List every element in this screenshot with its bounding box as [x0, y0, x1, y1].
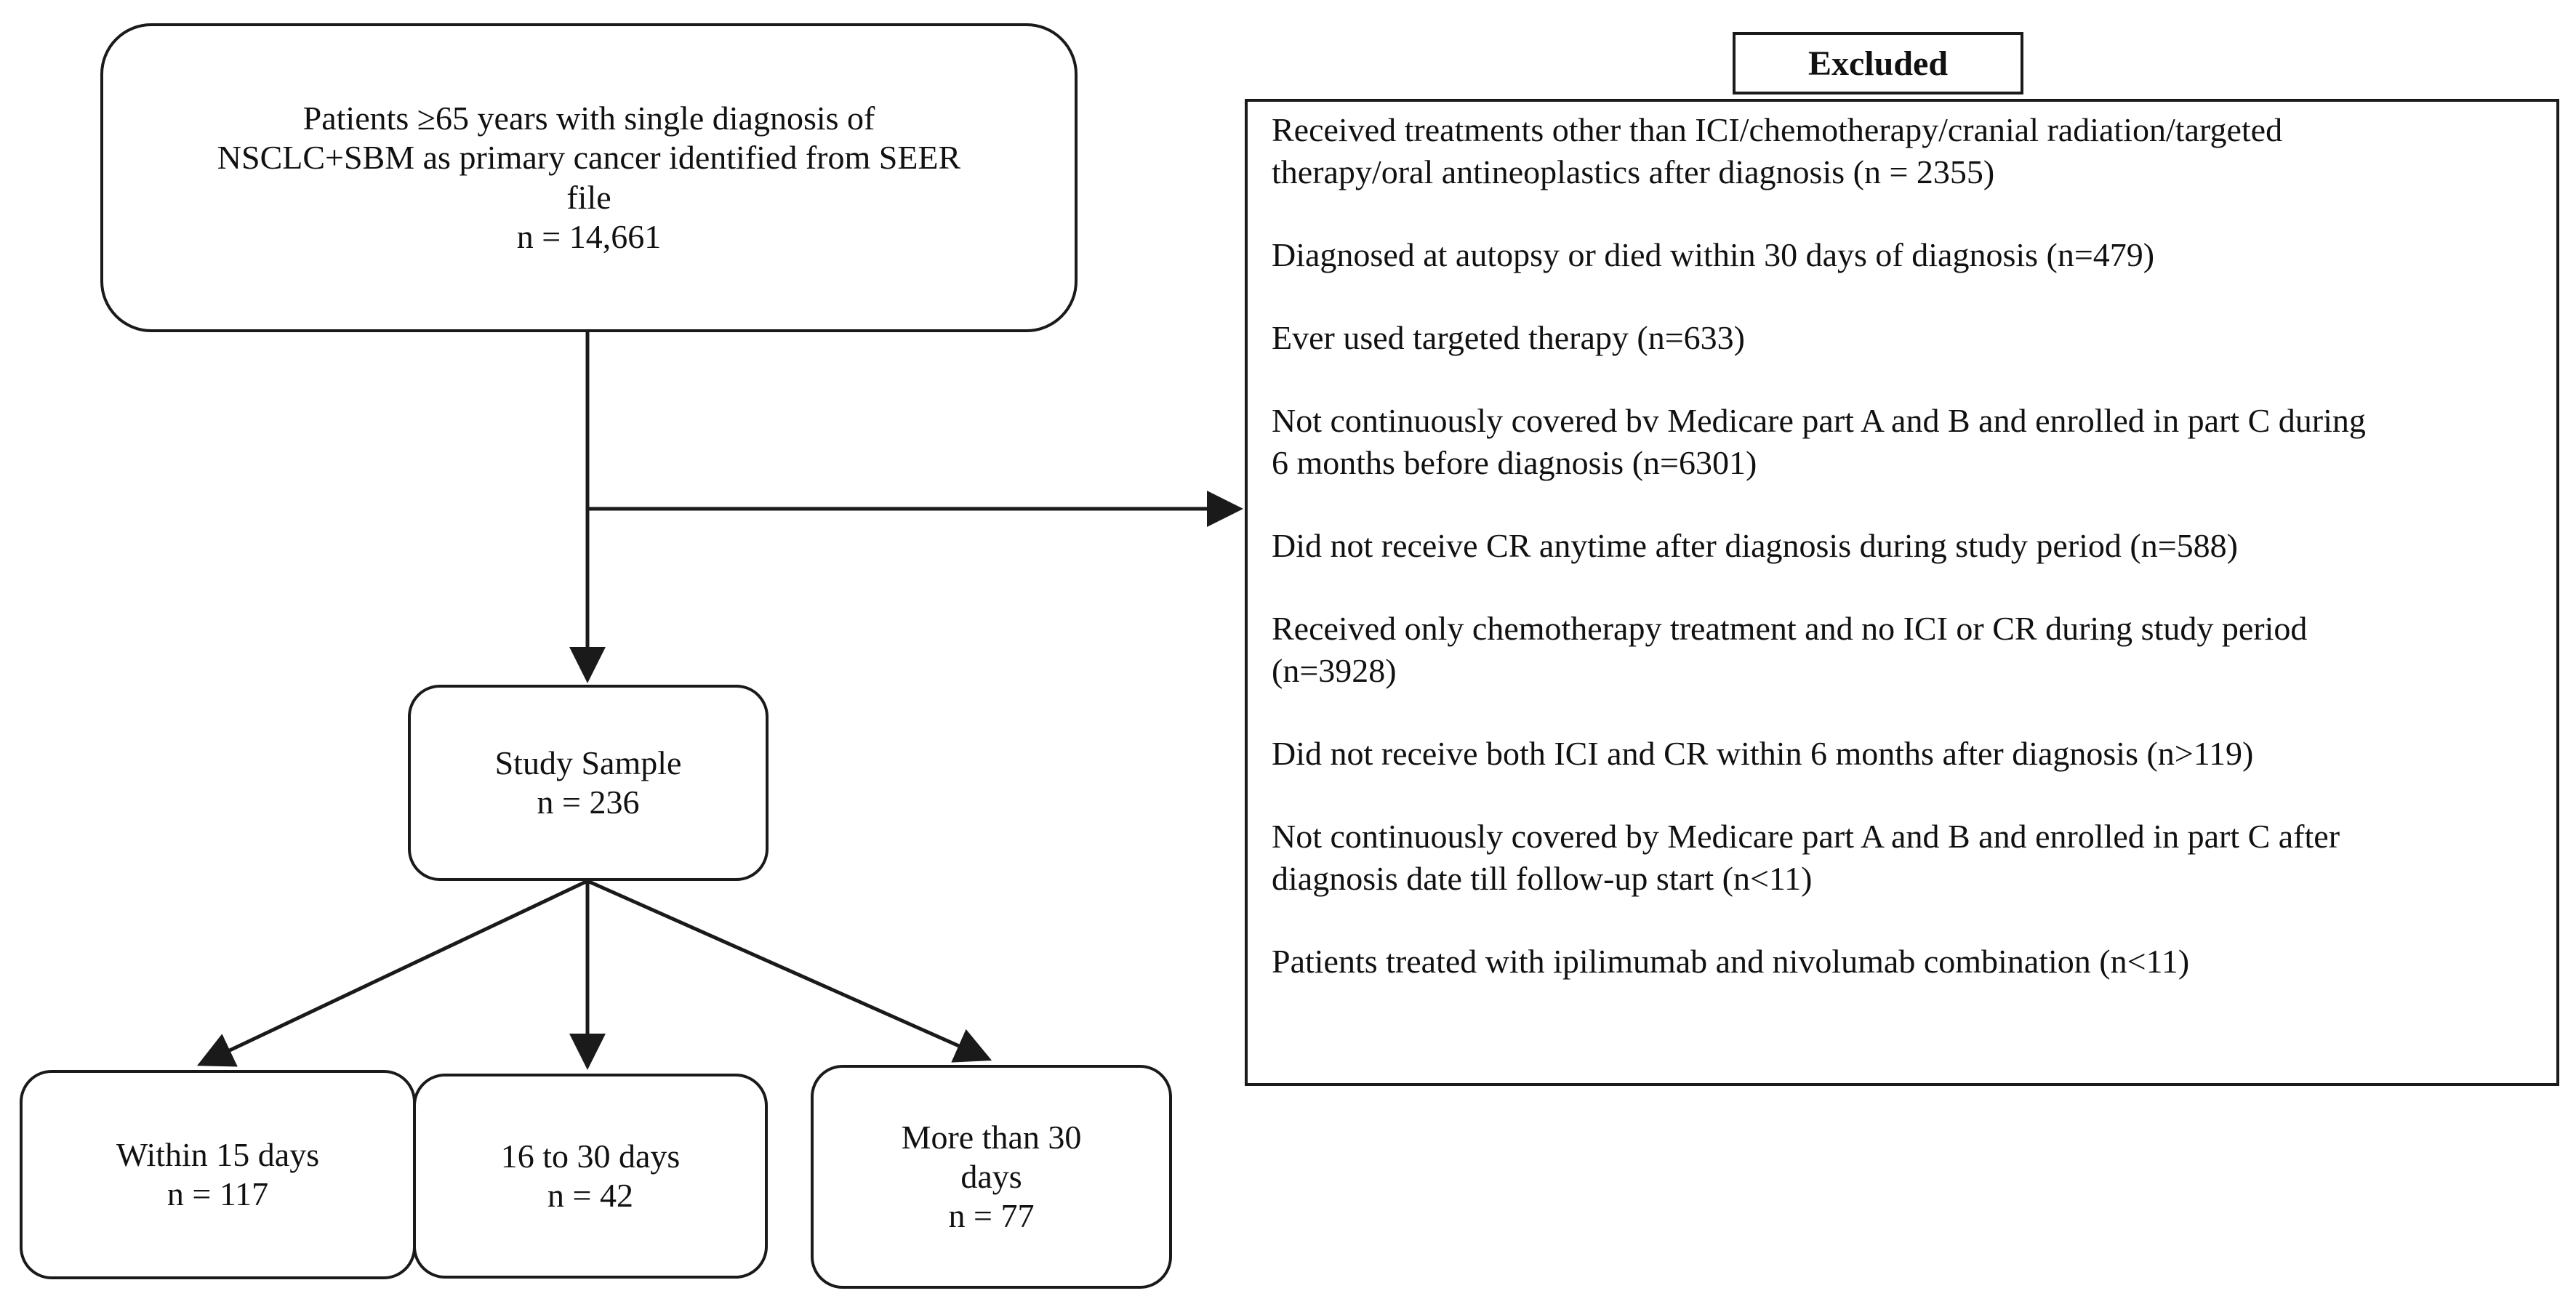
exclusion-text: (n=3928) — [1272, 652, 1397, 689]
exclusion-text: Patients treated with ipilimumab and niv… — [1272, 943, 2190, 980]
exclusion-text: Did not receive both ICI and CR within 6… — [1272, 735, 2254, 772]
study-sample-box: Study Sample n = 236 — [408, 685, 769, 881]
exclusion-text: Did not receive CR anytime after diagnos… — [1272, 527, 2238, 564]
exclusion-text: Not continuously covered by Medicare par… — [1272, 818, 2340, 855]
exclusion-text: therapy/oral antineoplastics after diagn… — [1272, 153, 1995, 190]
exclusion-text: Not continuously covered bv Medicare par… — [1272, 402, 2366, 439]
exclusion-item: Diagnosed at autopsy or died within 30 d… — [1272, 234, 2537, 276]
exclusion-text: 6 months before diagnosis (n=6301) — [1272, 444, 1757, 481]
exclusion-item: Patients treated with ipilimumab and niv… — [1272, 941, 2537, 983]
study-sample-label: Study Sample — [494, 744, 682, 781]
exclusion-text: diagnosis date till follow-up start (n<1… — [1272, 860, 1813, 897]
group-label: Within 15 days — [116, 1135, 320, 1173]
group-within-15-days-box: Within 15 days n = 117 — [20, 1070, 416, 1279]
group-count: n = 77 — [948, 1197, 1035, 1235]
arrow-to-group-1 — [196, 879, 589, 1067]
exclusion-item: Did not receive both ICI and CR within 6… — [1272, 733, 2537, 775]
group-label: 16 to 30 days — [500, 1137, 681, 1175]
group-count: n = 42 — [547, 1177, 633, 1214]
exclusion-text: Diagnosed at autopsy or died within 30 d… — [1272, 236, 2155, 273]
group-more-than-30-days-box: More than 30 days n = 77 — [811, 1065, 1172, 1289]
exclusion-text: Received only chemotherapy treatment and… — [1272, 610, 2308, 647]
group-label: More than 30 — [901, 1118, 1082, 1156]
study-sample-count: n = 236 — [537, 784, 640, 821]
exclusion-text: Received treatments other than ICI/chemo… — [1272, 111, 2283, 148]
source-population-box: Patients ≥65 years with single diagnosis… — [100, 23, 1078, 332]
exclusion-item: Not continuously covered by Medicare par… — [1272, 816, 2537, 900]
group-label: days — [960, 1157, 1022, 1195]
exclusion-text: Ever used targeted therapy (n=633) — [1272, 319, 1745, 356]
excluded-title: Excluded — [1733, 32, 2023, 94]
excluded-criteria-box: Received treatments other than ICI/chemo… — [1245, 99, 2559, 1086]
group-16-to-30-days-box: 16 to 30 days n = 42 — [413, 1074, 768, 1279]
exclusion-item: Received treatments other than ICI/chemo… — [1272, 109, 2537, 193]
exclusion-item: Ever used targeted therapy (n=633) — [1272, 317, 2537, 359]
arrow-to-group-3 — [586, 879, 992, 1063]
exclusion-item: Received only chemotherapy treatment and… — [1272, 608, 2537, 692]
source-line: file — [566, 178, 611, 216]
source-count: n = 14,661 — [516, 217, 662, 255]
source-line: Patients ≥65 years with single diagnosis… — [302, 99, 875, 137]
exclusion-item: Did not receive CR anytime after diagnos… — [1272, 525, 2537, 567]
group-count: n = 117 — [166, 1175, 269, 1212]
source-line: NSCLC+SBM as primary cancer identified f… — [217, 139, 961, 177]
exclusion-item: Not continuously covered bv Medicare par… — [1272, 400, 2537, 484]
